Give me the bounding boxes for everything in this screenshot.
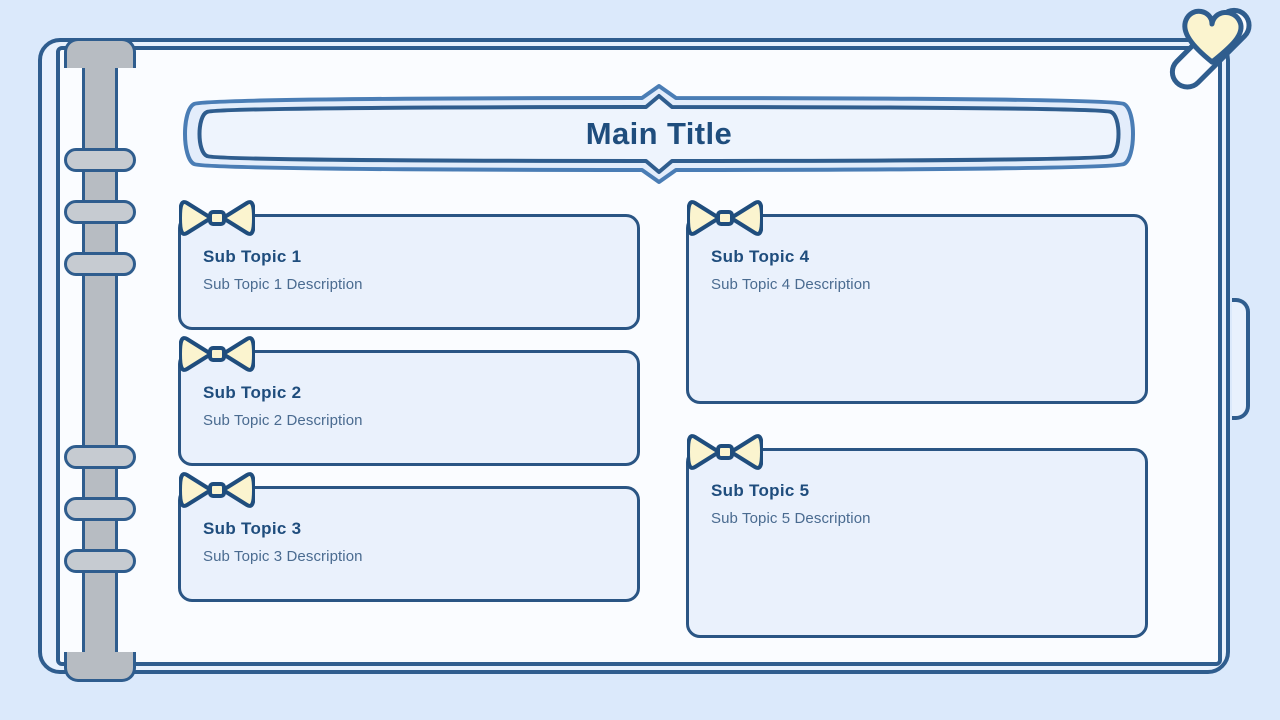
topic-description: Sub Topic 4 Description [711,276,871,293]
bow-icon [179,470,255,510]
topic-title: Sub Topic 4 [711,247,810,266]
spine-cap-top [64,38,136,68]
spine-ring-6 [64,549,136,573]
topic-title: Sub Topic 2 [203,383,302,402]
spine-ring-4 [64,445,136,469]
topic-description: Sub Topic 2 Description [203,412,363,429]
topic-description: Sub Topic 5 Description [711,510,871,527]
topic-card-5[interactable]: Sub Topic 5 Sub Topic 5 Description [686,434,1148,638]
spine-ring-1 [64,148,136,172]
topic-title: Sub Topic 3 [203,519,302,538]
topic-card-1[interactable]: Sub Topic 1 Sub Topic 1 Description [178,200,640,330]
topic-column-right: Sub Topic 4 Sub Topic 4 Description Sub … [686,200,1148,658]
bow-icon [687,432,763,472]
topic-column-left: Sub Topic 1 Sub Topic 1 Description Sub … [178,200,640,622]
bow-icon [687,198,763,238]
topic-title: Sub Topic 5 [711,481,810,500]
spine-ring-5 [64,497,136,521]
topic-description: Sub Topic 1 Description [203,276,363,293]
bow-icon [179,198,255,238]
spine-cap-bottom [64,652,136,682]
topic-card-4[interactable]: Sub Topic 4 Sub Topic 4 Description [686,200,1148,404]
spine-ring-2 [64,200,136,224]
spine-ring-3 [64,252,136,276]
topic-card-2[interactable]: Sub Topic 2 Sub Topic 2 Description [178,336,640,466]
topic-title: Sub Topic 1 [203,247,302,266]
topic-description: Sub Topic 3 Description [203,548,363,565]
bow-icon [179,334,255,374]
heart-pin-icon [1148,2,1268,116]
binder-spine [82,40,118,682]
topic-card-3[interactable]: Sub Topic 3 Sub Topic 3 Description [178,472,640,602]
main-title-frame: Main Title [176,78,1142,190]
bookmark-tab[interactable] [1232,298,1250,420]
